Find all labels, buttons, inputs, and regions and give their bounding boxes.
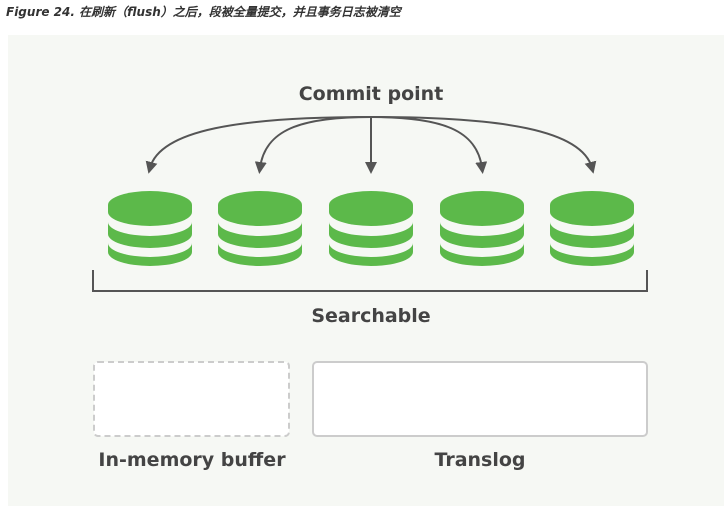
segment-1-bottom (108, 243, 192, 266)
segment-5 (550, 191, 634, 266)
segment-1-middle (108, 222, 192, 248)
figure-caption: Figure 24. 在刷新（flush）之后，段被全量提交，并且事务日志被清空 (6, 5, 401, 19)
segment-3-bottom (329, 243, 413, 266)
segments (108, 191, 634, 266)
commit-point-label: Commit point (299, 83, 444, 105)
segment-3 (329, 191, 413, 266)
arrow-to-segment-1 (145, 116, 372, 174)
arrow-to-segment-4 (370, 116, 488, 174)
segment-3-middle (329, 222, 413, 248)
segment-5-bottom (550, 243, 634, 266)
segment-4 (440, 191, 524, 266)
segment-4-middle (440, 222, 524, 248)
translog-label: Translog (434, 449, 525, 471)
segment-5-middle (550, 222, 634, 248)
commit-arrows (145, 116, 597, 174)
segment-1 (108, 191, 192, 266)
in-memory-buffer-box (93, 361, 290, 437)
segment-2-bottom (218, 243, 302, 266)
arrow-to-segment-2 (254, 116, 372, 174)
searchable-label: Searchable (311, 305, 430, 327)
translog-box (312, 361, 648, 437)
segment-2-middle (218, 222, 302, 248)
in-memory-buffer-label: In-memory buffer (98, 449, 286, 471)
segment-2 (218, 191, 302, 266)
searchable-bracket (92, 270, 648, 292)
arrow-to-segment-5 (370, 116, 597, 174)
segment-4-bottom (440, 243, 524, 266)
